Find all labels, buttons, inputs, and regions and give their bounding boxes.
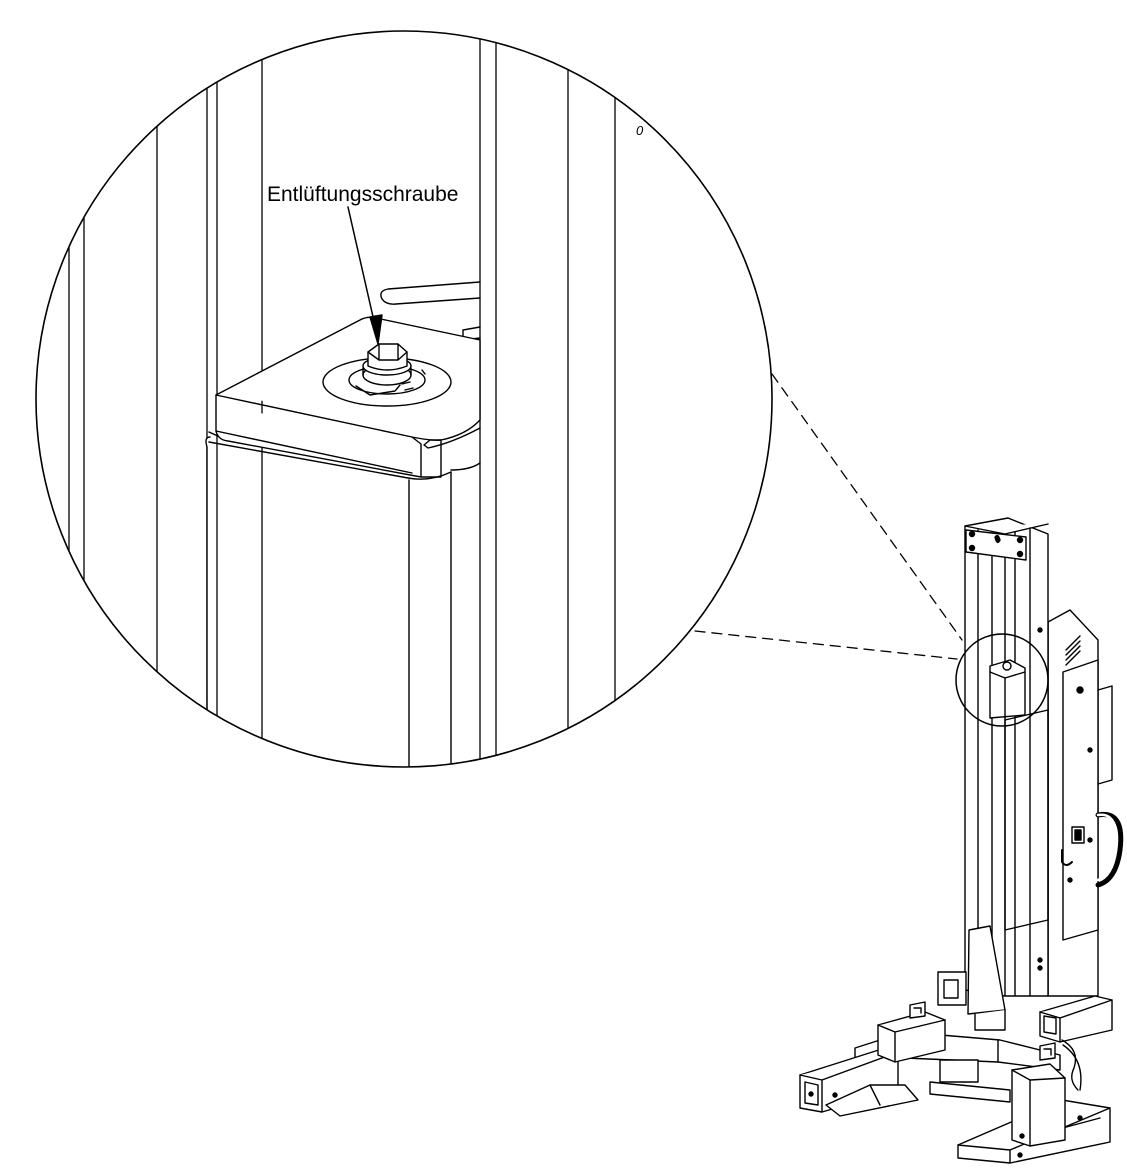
magnified-detail [35, 30, 773, 768]
vent-slots [1065, 635, 1081, 666]
base-frame [799, 995, 1113, 1164]
detail-content [68, 31, 616, 767]
left-wheel-bracket [937, 971, 967, 1006]
cylinder-body [205, 436, 481, 767]
callout-label: Entlüftungsschraube [267, 183, 458, 206]
callout-arrow [347, 206, 383, 345]
motor-housing [1047, 609, 1124, 997]
detail-ring [955, 633, 1049, 727]
flat-bar [380, 281, 481, 305]
corner-mark: 0 [636, 123, 644, 138]
magnifier-circle [35, 30, 773, 768]
vent-screw-assembly [322, 343, 452, 407]
top-cap-face [215, 394, 442, 478]
lifting-column [799, 517, 1124, 1164]
main-column [955, 517, 1049, 997]
lift-forks [967, 925, 1006, 1031]
hex-head [367, 343, 408, 371]
dashed-leaders [694, 373, 963, 660]
